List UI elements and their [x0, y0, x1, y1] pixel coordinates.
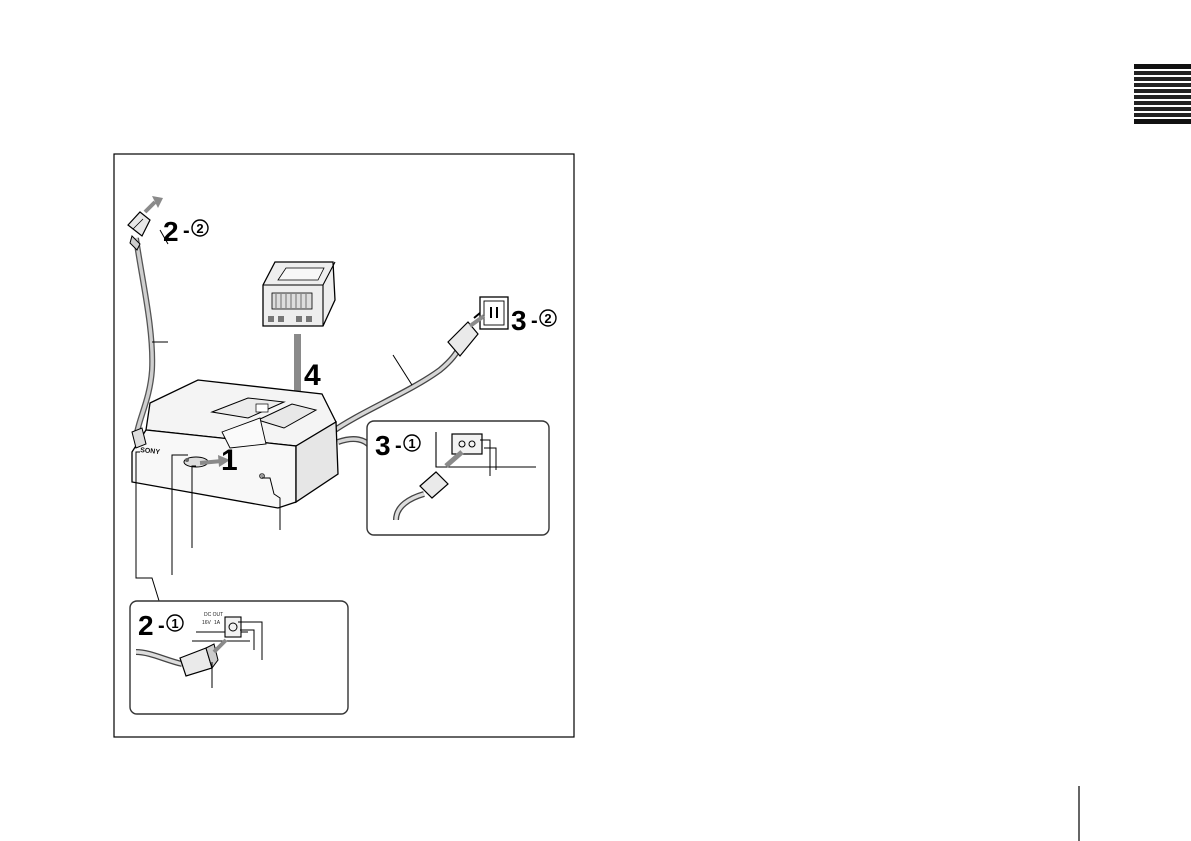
step-2-2-sub: 2 [196, 221, 203, 236]
dc-plug-camera [128, 212, 150, 250]
step-2-2-label: 2 - 2 [163, 216, 208, 247]
step-2-1-sub: 1 [171, 616, 178, 631]
step-3-2-sub: 2 [544, 311, 551, 326]
arrow-icon [145, 196, 163, 212]
battery-pack [263, 262, 335, 326]
step-4-label: 4 [304, 359, 321, 392]
dc-out-current: 1A [214, 620, 221, 626]
svg-text:-: - [531, 310, 538, 332]
svg-text:-: - [183, 220, 190, 242]
step-3-2-number: 3 [511, 305, 527, 336]
wall-outlet [480, 297, 508, 329]
dc-out-label: DC OUT [204, 612, 223, 618]
inset-3-1: 3 - 1 [367, 421, 549, 535]
step-3-1-number: 3 [375, 430, 391, 461]
step-2-2-number: 2 [163, 216, 179, 247]
step-1-label: 1 [221, 444, 238, 477]
svg-text:-: - [395, 435, 402, 457]
inset-2-1: 2 - 1 DC OUT 16V 1A [130, 601, 348, 714]
step-2-1-number: 2 [138, 610, 154, 641]
step-3-1-sub: 1 [408, 436, 415, 451]
dc-cable-connector [132, 428, 146, 448]
step-3-2-label: 3 - 2 [511, 305, 556, 336]
svg-text:-: - [158, 615, 165, 637]
leader-line [393, 355, 412, 385]
dc-out-voltage: 16V [202, 620, 212, 626]
chapter-index-tab [1134, 64, 1191, 124]
